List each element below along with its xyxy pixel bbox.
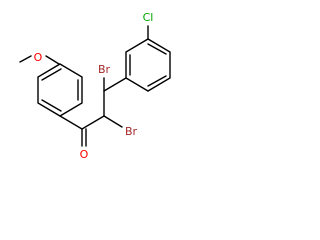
methoxy-group: O — [19, 51, 60, 65]
methoxyphenyl-ring — [37, 63, 83, 117]
chlorophenyl-double-bond-3 — [147, 75, 167, 87]
methoxyphenyl-ring-outline — [37, 63, 83, 117]
o-aryl-bond — [45, 55, 60, 65]
methoxyphenyl-double-bond-1 — [41, 68, 62, 81]
carbonyl-oxygen-label: O — [80, 148, 89, 161]
molecule-structure-canvas: O O Br Br Cl — [19, 11, 171, 161]
methyl-o-bond — [19, 55, 32, 63]
methoxyphenyl-double-bond-3 — [41, 99, 62, 112]
chlorine-group: Cl — [143, 11, 154, 40]
aryl-carbonyl-bond — [59, 115, 83, 130]
upper-bromine-label: Br — [98, 63, 111, 76]
carbonyl-group: O — [80, 128, 89, 161]
chlorophenyl-double-bond-2 — [147, 43, 167, 55]
chlorine-label: Cl — [143, 11, 154, 24]
lower-bromine-group: Br — [103, 115, 138, 138]
lower-bromine-label: Br — [125, 125, 138, 138]
c3-aryl-bond — [103, 77, 127, 92]
chlorophenyl-ring — [125, 38, 171, 92]
chlorophenyl-ring-outline — [125, 38, 171, 92]
methoxy-oxygen-label: O — [34, 51, 43, 64]
upper-bromine-group: Br — [98, 63, 111, 92]
c2-bromine-bond — [103, 115, 123, 128]
molecule-svg: O O Br Br Cl — [19, 11, 171, 161]
carbonyl-chbr-bond — [81, 115, 105, 130]
